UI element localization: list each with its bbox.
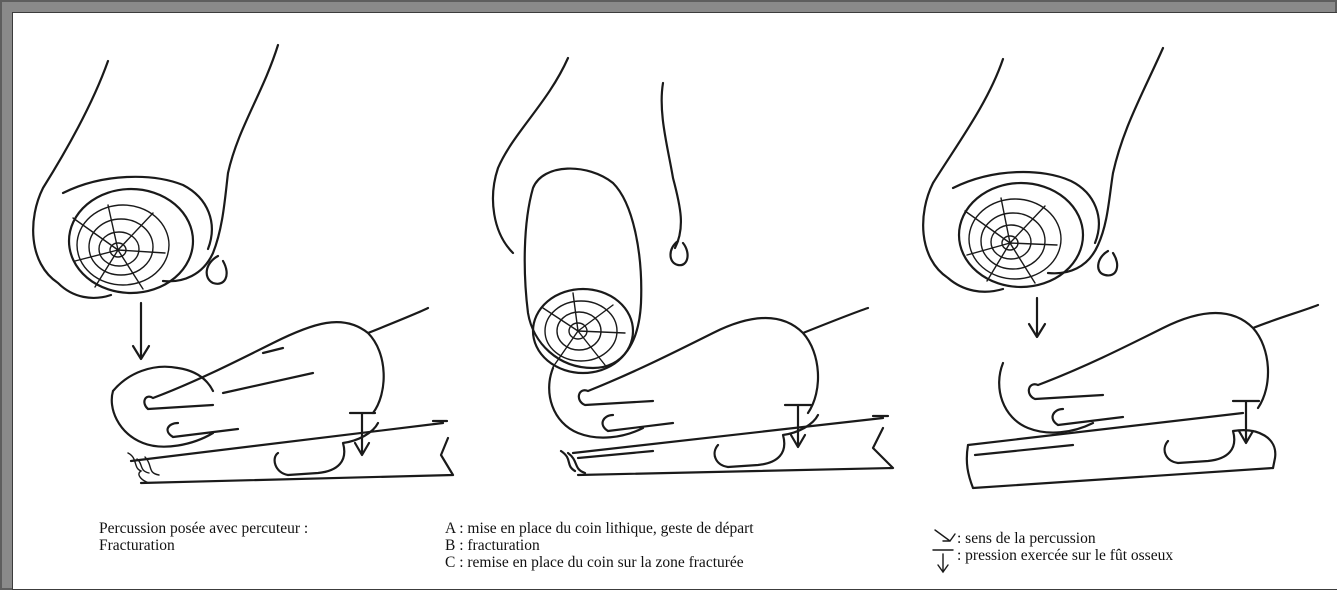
caption-technique-line2: Fracturation (99, 537, 308, 554)
legend-pressure-label: : pression exercée sur le fût osseux (957, 547, 1173, 564)
panel-a-hammerstone (69, 189, 193, 293)
panel-a (33, 45, 453, 483)
panel-c-fracture-line (975, 445, 1073, 455)
panel-c-lower-hand (999, 305, 1318, 468)
caption-steps: A : mise en place du coin lithique, gest… (445, 520, 754, 571)
caption-technique-line1: Percussion posée avec percuteur : (99, 520, 308, 537)
legend-percussion-label: : sens de la percussion (957, 530, 1173, 547)
legend-symbols (933, 530, 955, 572)
panel-b-fracture (561, 451, 653, 473)
panel-a-lower-hand (112, 308, 428, 475)
illustration (13, 13, 1337, 589)
panel-c-hammerstone (959, 183, 1083, 287)
caption-technique: Percussion posée avec percuteur : Fractu… (99, 520, 308, 554)
panel-b-hammer-face (533, 289, 633, 373)
panel-a-upper-hand (33, 45, 278, 298)
panel-c-upper-hand (923, 48, 1163, 292)
caption-step-a: A : mise en place du coin lithique, gest… (445, 520, 754, 537)
panel-b-upper-hand (493, 58, 688, 265)
caption-step-b: B : fracturation (445, 537, 754, 554)
caption-step-c: C : remise en place du coin sur la zone … (445, 554, 754, 571)
panel-b (493, 58, 893, 475)
figure-panel: Percussion posée avec percuteur : Fractu… (12, 12, 1337, 590)
legend-percussion-symbol (935, 530, 955, 541)
panel-c (923, 48, 1318, 488)
legend-text: : sens de la percussion : pression exerc… (957, 530, 1173, 564)
panel-c-pressure-mark (1233, 401, 1259, 443)
legend-pressure-symbol (933, 550, 953, 572)
